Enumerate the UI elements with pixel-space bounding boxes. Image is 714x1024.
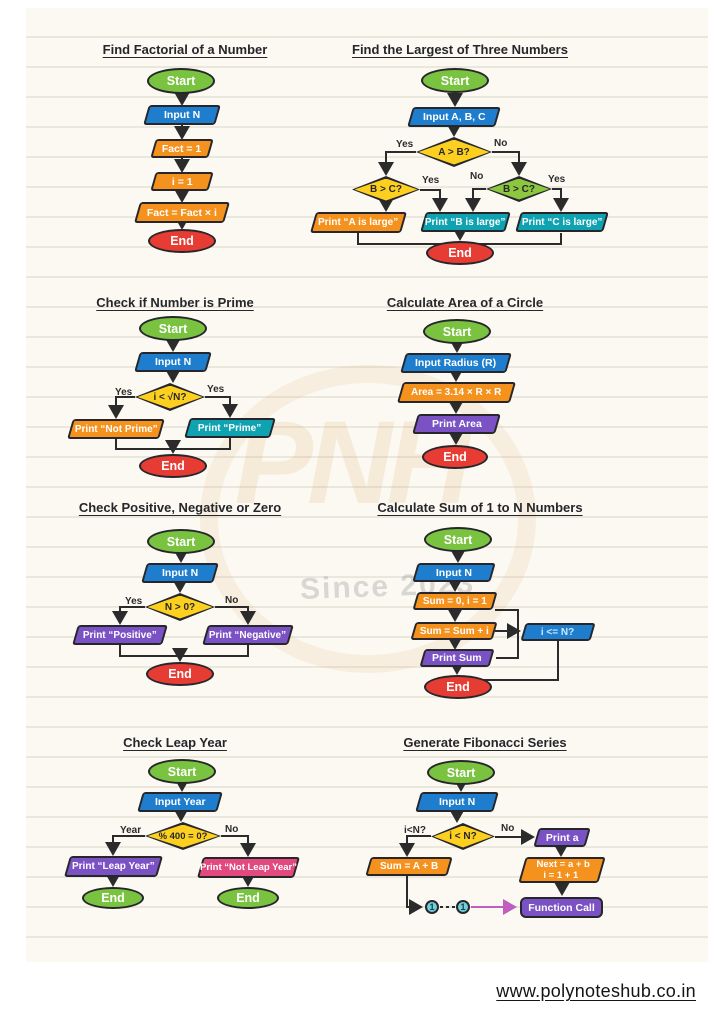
start-node: Start: [427, 760, 495, 785]
decision-sqrt: i < √N?: [135, 383, 205, 411]
flowchart-leap-year: Check Leap Year Start Input Year % 400 =…: [40, 735, 310, 915]
input-node: Input N: [415, 792, 499, 812]
start-node: Start: [147, 68, 215, 94]
flowchart-sum-1-to-n: Calculate Sum of 1 to N Numbers Start In…: [355, 500, 605, 700]
connector-lines: [448, 339, 465, 445]
output-b-large: Print “B is large”: [420, 212, 511, 232]
label-yes: Yes: [548, 174, 566, 185]
chart-title: Check Leap Year: [123, 735, 227, 750]
process-add: Sum = Sum + i: [410, 622, 498, 640]
connector-lines: [174, 92, 190, 230]
output-sum: Print Sum: [419, 649, 495, 667]
output-area: Print Area: [412, 414, 501, 434]
label-no: No: [225, 824, 239, 835]
decision-a-gt-b: A > B?: [416, 137, 492, 167]
label-no: No: [470, 171, 484, 182]
flowchart-circle-area: Calculate Area of a Circle Start Input R…: [370, 295, 560, 485]
connector-circle-2: 1: [456, 900, 470, 914]
end-node: End: [426, 241, 494, 265]
chart-title: Find the Largest of Three Numbers: [352, 42, 568, 57]
end-node: End: [146, 662, 214, 686]
input-node: Input A, B, C: [407, 107, 501, 127]
end-node: End: [424, 675, 492, 699]
label-no: No: [501, 823, 515, 834]
flowchart-positive-negative: Check Positive, Negative or Zero Start I…: [55, 500, 305, 695]
output-not-leap-year: Print “Not Leap Year”: [196, 857, 301, 878]
start-node: Start: [147, 529, 215, 554]
end-node-right: End: [217, 887, 279, 909]
output-leap-year: Print “Leap Year”: [63, 856, 164, 877]
output-c-large: Print “C is large”: [515, 212, 609, 232]
flowchart-fibonacci: Generate Fibonacci Series Start Input N …: [340, 735, 630, 930]
end-node: End: [422, 445, 488, 469]
chart-title: Generate Fibonacci Series: [403, 735, 567, 750]
output-positive: Print “Positive”: [72, 625, 168, 645]
decision-b-gt-c-left: B > C?: [352, 176, 420, 203]
start-node: Start: [423, 319, 491, 344]
output-negative: Print “Negative”: [202, 625, 294, 645]
connector-lines: [105, 778, 256, 887]
chart-title: Calculate Area of a Circle: [386, 295, 544, 310]
function-call-node: Function Call: [520, 897, 603, 918]
chart-title: Find Factorial of a Number: [102, 42, 268, 57]
connector-lines: [447, 549, 559, 681]
decision-b-gt-c-right: B > C?: [486, 176, 552, 202]
connector-lines: [108, 338, 238, 454]
label-no: No: [225, 595, 239, 606]
start-node: Start: [148, 759, 216, 784]
label-i-lt-n: i<N?: [404, 825, 426, 836]
chart-title: Check Positive, Negative or Zero: [78, 500, 282, 515]
start-node: Start: [424, 527, 492, 552]
decision-n-gt-0: N > 0?: [145, 593, 215, 621]
process-i-init: i = 1: [150, 172, 214, 191]
connector-lines: [399, 778, 570, 915]
end-node-left: End: [82, 887, 144, 909]
output-prime: Print “Prime”: [184, 418, 276, 438]
chart-title: Check if Number is Prime: [96, 295, 254, 310]
footer-link[interactable]: www.polynoteshub.co.in: [496, 981, 696, 1001]
label-yes: Yes: [396, 139, 414, 150]
flowchart-factorial: Find Factorial of a Number Start Input N…: [100, 42, 270, 257]
process-fact-init: Fact = 1: [150, 139, 214, 158]
label-no: No: [494, 138, 508, 149]
process-init: Sum = 0, i = 1: [412, 592, 498, 610]
process-sum: Sum = A + B: [365, 857, 453, 876]
decision-i-lt-n: i < N?: [431, 823, 495, 850]
output-print-a: Print a: [533, 828, 591, 847]
label-yes: Yes: [125, 596, 143, 607]
output-not-prime: Print “Not Prime”: [67, 419, 165, 439]
input-node: Input Year: [137, 792, 223, 812]
process-area: Area = 3.14 × R × R: [396, 382, 517, 403]
process-next: Next = a + b i = 1 + 1: [518, 857, 606, 883]
flowchart-largest-of-three: Find the Largest of Three Numbers Start …: [300, 42, 620, 272]
input-node: Input N: [412, 563, 496, 582]
label-yes: Yes: [115, 387, 133, 398]
input-node: Input N: [134, 352, 212, 372]
connector-circle-1: 1: [425, 900, 439, 914]
process-multiply: Fact = Fact × i: [133, 202, 231, 223]
input-node: Input N: [143, 105, 221, 125]
end-node: End: [139, 454, 207, 478]
input-node: Input Radius (R): [400, 353, 512, 373]
label-year: Year: [120, 825, 142, 836]
label-yes: Yes: [207, 384, 225, 395]
connector-lines: [112, 549, 256, 662]
end-node: End: [148, 229, 216, 253]
chart-title: Calculate Sum of 1 to N Numbers: [377, 500, 583, 515]
loop-condition: i <= N?: [520, 623, 596, 641]
output-a-large: Print “A is large”: [309, 212, 408, 233]
start-node: Start: [139, 316, 207, 341]
flowchart-prime-check: Check if Number is Prime Start Input N i…: [60, 295, 290, 485]
input-node: Input N: [141, 563, 219, 583]
label-yes: Yes: [422, 175, 440, 186]
start-node: Start: [421, 68, 489, 93]
decision-mod-400: % 400 = 0?: [145, 822, 221, 850]
